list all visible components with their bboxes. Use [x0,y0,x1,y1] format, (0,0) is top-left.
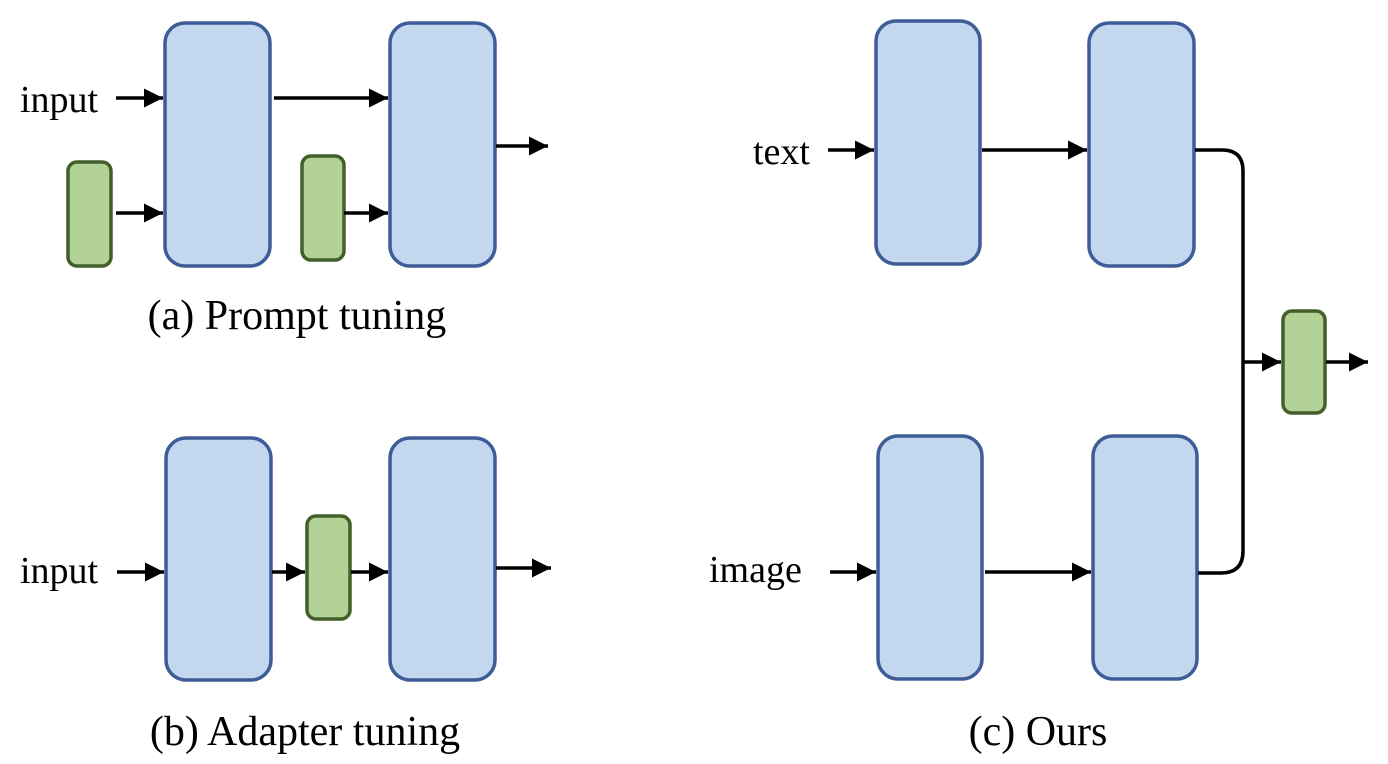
prompt-tuning-caption: (a) Prompt tuning [148,293,447,339]
adapter-module [305,514,352,621]
prompt-token-2 [300,154,346,262]
adapter-tuning-caption: (b) Adapter tuning [150,709,460,755]
text-encoder-block-1 [874,19,982,266]
panel-adapter-tuning: input (b) Adapter tuning [20,436,551,755]
prompt-token-1 [66,160,113,268]
fusion-module [1281,309,1327,415]
text-input-label: text [753,131,810,173]
panel-ours: text image (c) Ours [709,19,1368,755]
image-encoder-block-2 [1091,434,1199,681]
prompt-layer-block-1 [163,21,272,268]
prompt-input-label: input [20,79,99,121]
adapter-layer-block-1 [164,436,273,682]
panel-prompt-tuning: input (a) Prompt tuning [20,21,548,339]
image-input-label: image [709,549,802,591]
adapter-input-label: input [20,550,99,592]
merge-connector [1195,148,1245,575]
adapter-layer-block-2 [388,436,497,682]
ours-caption: (c) Ours [969,709,1108,755]
text-encoder-block-2 [1087,21,1196,268]
image-encoder-block-1 [876,434,984,681]
prompt-layer-block-2 [388,21,497,268]
